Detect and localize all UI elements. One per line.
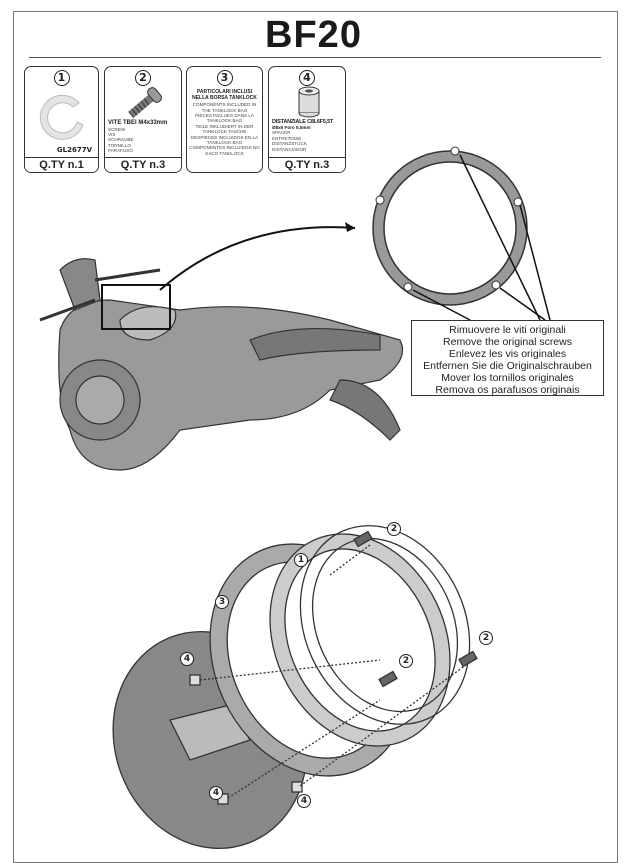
part-card-4: 4 DISTANZIALE C8L6F5,5T Ø8x6 Foro 5,5mm … — [268, 66, 346, 173]
translation: DISTANZSTÜCK — [272, 141, 307, 147]
translation: DISTANCIADOR — [272, 146, 307, 152]
assembly-label: 4 — [297, 794, 311, 808]
part-name: DISTANZIALE C8L6F5,5T — [272, 119, 334, 125]
translation: VIS — [108, 131, 116, 137]
assembly-label: 4 — [180, 652, 194, 666]
exploded-assembly — [112, 525, 478, 850]
translation: SPACER — [272, 130, 291, 136]
part-name: VITE TBEI M4x33mm — [108, 120, 168, 126]
part-code: GL2677V — [56, 146, 92, 154]
part-number: 3 — [216, 70, 233, 86]
translation: SCREW — [108, 126, 126, 132]
assembly-label: 2 — [479, 631, 493, 645]
remove-screws-callout: Rimuovere le viti originali Remove the o… — [411, 320, 604, 396]
part-qty: Q.TY n.1 — [25, 157, 98, 172]
translation: DESPIECES INCLUIDOS EN LA TANKLOCK BAG — [190, 134, 259, 146]
spacer-icon — [298, 86, 320, 118]
translation: PIÈCES INCLUES DANS LA TANKLOCK BAG — [195, 113, 254, 124]
callout-line: Rimuovere le viti originali — [449, 324, 566, 336]
translation: ENTRETOISE — [272, 135, 302, 141]
part-spec: Ø8x6 Foro 5,5mm — [272, 125, 311, 130]
screw-icon — [128, 87, 163, 118]
assembly-label: 4 — [209, 786, 223, 800]
callout-line: Enlevez les vis originales — [448, 348, 567, 360]
part-card-3: 3 PARTICOLARI INCLUSI NELLA BORSA TANKLO… — [186, 66, 263, 173]
tank-cap-highlight — [101, 284, 171, 330]
page-title: BF20 — [265, 14, 362, 56]
flange-ring-icon — [39, 94, 84, 140]
translation: COMPONENTES INCLUIDOS NO SACO TANKLOCK — [189, 145, 260, 156]
translation: COMPONENTS INCLUDED IN THE TANKLOCK BAG — [192, 102, 257, 113]
tank-flange-detail — [372, 146, 528, 306]
callout-line: Mover los tornillos originales — [441, 372, 574, 384]
part-heading: PARTICOLARI INCLUSI NELLA BORSA TANKLOCK — [192, 89, 257, 101]
translation: SCHRAUBE — [108, 137, 134, 143]
assembly-label: 3 — [215, 595, 229, 609]
callout-line: Remova os parafusos originais — [435, 384, 580, 396]
callout-line: Remove the original screws — [443, 336, 572, 348]
part-card-2: 2 VITE TBEI M4x33mm SCREW VIS SCHRAUBE T… — [104, 66, 182, 173]
part-qty: Q.TY n.3 — [269, 157, 345, 172]
part-card-1: 1 GL2677V Q.TY n.1 — [24, 66, 99, 173]
translation: TEILE INKLUDIERT IN DER TANKLOCK TASCHE — [195, 123, 254, 135]
assembly-label: 2 — [387, 522, 401, 536]
part-number: 2 — [135, 70, 151, 86]
part-qty: Q.TY n.3 — [105, 157, 181, 172]
title-divider — [29, 57, 601, 58]
part-number: 4 — [299, 70, 315, 86]
motorcycle-drawing — [39, 258, 404, 471]
part-number: 1 — [53, 70, 70, 86]
assembly-label: 1 — [294, 553, 308, 567]
translation: TORNILLO — [108, 142, 131, 148]
translation: PARAFUSO — [108, 148, 133, 154]
assembly-label: 2 — [399, 654, 413, 668]
callout-line: Entfernen Sie die Originalschrauben — [423, 360, 592, 372]
